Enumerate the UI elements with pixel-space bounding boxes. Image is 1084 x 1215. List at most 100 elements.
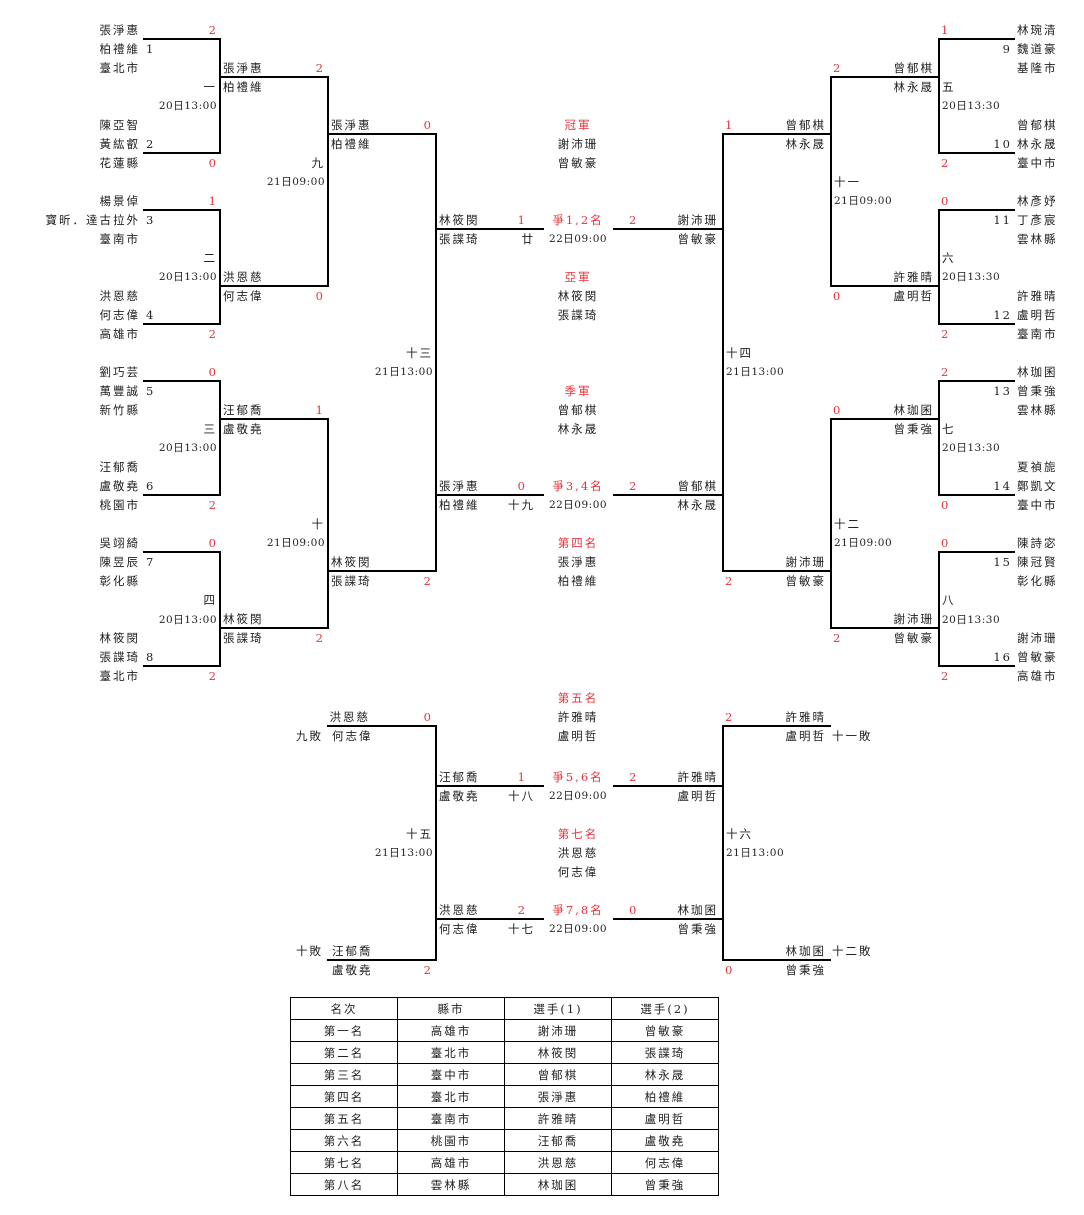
city-name: 彰化縣 (1017, 574, 1058, 588)
city-cell: 雲林縣 (397, 1173, 505, 1196)
player-name: 張淨惠 (557, 555, 599, 569)
place-label: 季軍 (564, 384, 592, 398)
place-label: 第七名 (557, 827, 599, 841)
score: 0 (941, 498, 951, 512)
player-name: 何志偉 (99, 308, 140, 322)
score: 2 (833, 61, 843, 75)
player-name: 洪恩慈 (99, 289, 140, 303)
player1-cell: 洪恩慈 (504, 1151, 612, 1174)
player-name: 林筱閔 (439, 213, 480, 227)
bracket-line (938, 38, 940, 154)
match-number: 十五 (406, 827, 433, 841)
score: 0 (941, 194, 951, 208)
player-name: 萬豐誠 (99, 384, 140, 398)
match-time: 21日09:00 (266, 176, 325, 188)
seed-number: 10 (993, 137, 1012, 151)
consolation-line (722, 725, 831, 727)
score: 2 (629, 479, 639, 493)
player-name: 曾秉強 (677, 922, 718, 936)
r1-line (938, 38, 1015, 40)
consolation-line (327, 959, 436, 961)
seed-number: 8 (146, 650, 156, 664)
player-name: 丁彥宸 (1017, 213, 1058, 227)
score: 1 (941, 23, 951, 37)
match-time: 22日09:00 (548, 233, 608, 245)
rank-cell: 第八名 (290, 1173, 398, 1196)
player-name: 汪郁喬 (99, 460, 140, 474)
score: 2 (725, 710, 735, 724)
city-cell: 臺南市 (397, 1107, 505, 1130)
player-name: 張諜琦 (99, 650, 140, 664)
r1-line (143, 665, 220, 667)
player-name: 林永晟 (785, 137, 826, 151)
r3-line (327, 570, 436, 572)
r2-line (830, 76, 939, 78)
match-number: 九 (311, 156, 325, 170)
rank-cell: 第四名 (290, 1085, 398, 1108)
player-name: 何志偉 (332, 729, 373, 743)
player-name: 許雅晴 (893, 270, 934, 284)
match-number: 三 (203, 422, 217, 436)
rank-cell: 第一名 (290, 1019, 398, 1042)
city-cell: 桃園市 (397, 1129, 505, 1152)
match-number: 二 (203, 251, 217, 265)
player-name: 林珈囷 (677, 903, 718, 917)
player-name: 謝沛珊 (677, 213, 718, 227)
final-label: 爭3,4名 (552, 479, 604, 493)
match-time: 21日13:00 (726, 366, 785, 378)
score: 0 (423, 710, 433, 724)
match-time: 22日09:00 (548, 923, 608, 935)
player-name: 謝沛珊 (1017, 631, 1058, 645)
city-name: 雲林縣 (1017, 403, 1058, 417)
match-number: 六 (942, 251, 956, 265)
player-name: 張諜琦 (557, 308, 599, 322)
city-cell: 臺北市 (397, 1041, 505, 1064)
score: 0 (941, 536, 951, 550)
match-number: 十二 (834, 517, 861, 531)
score: 0 (725, 963, 735, 977)
rank-cell: 第二名 (290, 1041, 398, 1064)
player-name: 洪恩慈 (557, 846, 599, 860)
match-number: 四 (203, 593, 217, 607)
r1-line (938, 209, 1015, 211)
score: 1 (517, 213, 527, 227)
match-time: 21日13:00 (374, 366, 433, 378)
player-name: 何志偉 (223, 289, 264, 303)
place-label: 第四名 (557, 536, 599, 550)
player-name: 陳亞智 (99, 118, 140, 132)
bracket-line (219, 38, 221, 154)
match-time: 20日13:00 (158, 271, 217, 283)
r1-line (143, 209, 220, 211)
score: 0 (833, 403, 843, 417)
player2-cell: 曾敏豪 (611, 1019, 719, 1042)
r2-line (830, 627, 939, 629)
score: 2 (629, 213, 639, 227)
final-line (435, 494, 544, 496)
header-player1: 選手(1) (504, 997, 612, 1020)
bracket-line (938, 209, 940, 325)
player-name: 柏禮維 (99, 42, 140, 56)
score: 0 (833, 289, 843, 303)
r1-line (143, 152, 220, 154)
player-name: 張淨惠 (223, 61, 264, 75)
match-number: 十七 (508, 922, 535, 936)
player-name: 曾秉強 (1017, 384, 1058, 398)
player-name: 林筱閔 (557, 289, 599, 303)
final-label: 爭1,2名 (552, 213, 604, 227)
match-number: 七 (942, 422, 956, 436)
player-name: 許雅晴 (677, 770, 718, 784)
city-name: 桃園市 (99, 498, 140, 512)
final-label: 爭5,6名 (552, 770, 604, 784)
player-name: 盧敬堯 (99, 479, 140, 493)
player-name: 鄭凱文 (1017, 479, 1058, 493)
r2-line (219, 76, 328, 78)
player-name: 張諜琦 (439, 232, 480, 246)
table-row: 第四名臺北市張淨惠柏禮維 (290, 1085, 719, 1108)
match-number: 十四 (726, 346, 753, 360)
final-line (613, 228, 723, 230)
player-name: 劉巧芸 (99, 365, 140, 379)
player-name: 盧明哲 (1017, 308, 1058, 322)
city-name: 花蓮縣 (99, 156, 140, 170)
score: 2 (941, 669, 951, 683)
